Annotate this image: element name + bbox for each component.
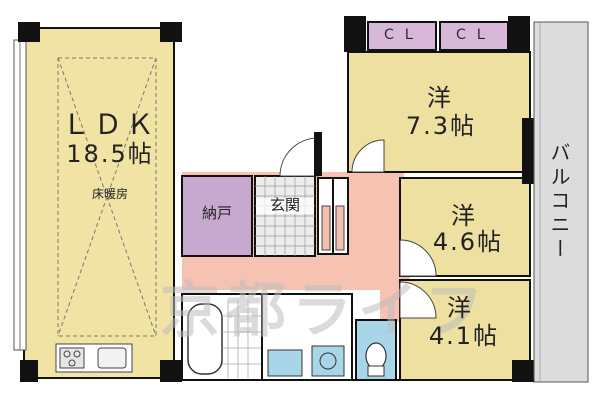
entrance-door: [279, 137, 319, 177]
western-room-2-size: 4.6帖: [432, 228, 504, 256]
western-room-1-name: 洋: [427, 84, 453, 112]
ldk-name: ＬＤＫ: [62, 108, 159, 141]
sink-icon: [97, 347, 127, 369]
vanity-icon: [267, 349, 303, 377]
western-room-3-name: 洋: [447, 294, 473, 322]
closet-2: [439, 21, 509, 51]
western-room-3-door: [399, 281, 437, 319]
floor-heating-area: [57, 57, 157, 337]
closet-2-label: ＣＬ: [454, 27, 494, 43]
ldk-room: [23, 27, 175, 379]
storage-room: [181, 175, 253, 257]
western-room-3-size: 4.1帖: [428, 322, 500, 350]
ldk-size: 18.5帖: [66, 140, 154, 168]
washing-machine-icon: [311, 345, 345, 377]
entrance-label: 玄関: [256, 197, 314, 214]
western-room-1-door: [351, 139, 385, 173]
closet-1-label: ＣＬ: [382, 27, 422, 43]
balcony-area: [533, 21, 589, 383]
watermark: 京都ライフ: [160, 276, 490, 346]
bathtub-icon: [187, 303, 223, 375]
western-room-2-name: 洋: [451, 202, 477, 230]
western-room-2-door: [399, 239, 437, 277]
closet-1: [367, 21, 437, 51]
storage-room-label: 納戸: [201, 204, 232, 222]
stove-icon: [59, 347, 85, 369]
balcony-label: バルコニー: [547, 142, 571, 262]
western-room-1-size: 7.3帖: [405, 112, 477, 140]
western-room-2: [399, 177, 531, 277]
ldk-note: 床暖房: [91, 187, 128, 201]
